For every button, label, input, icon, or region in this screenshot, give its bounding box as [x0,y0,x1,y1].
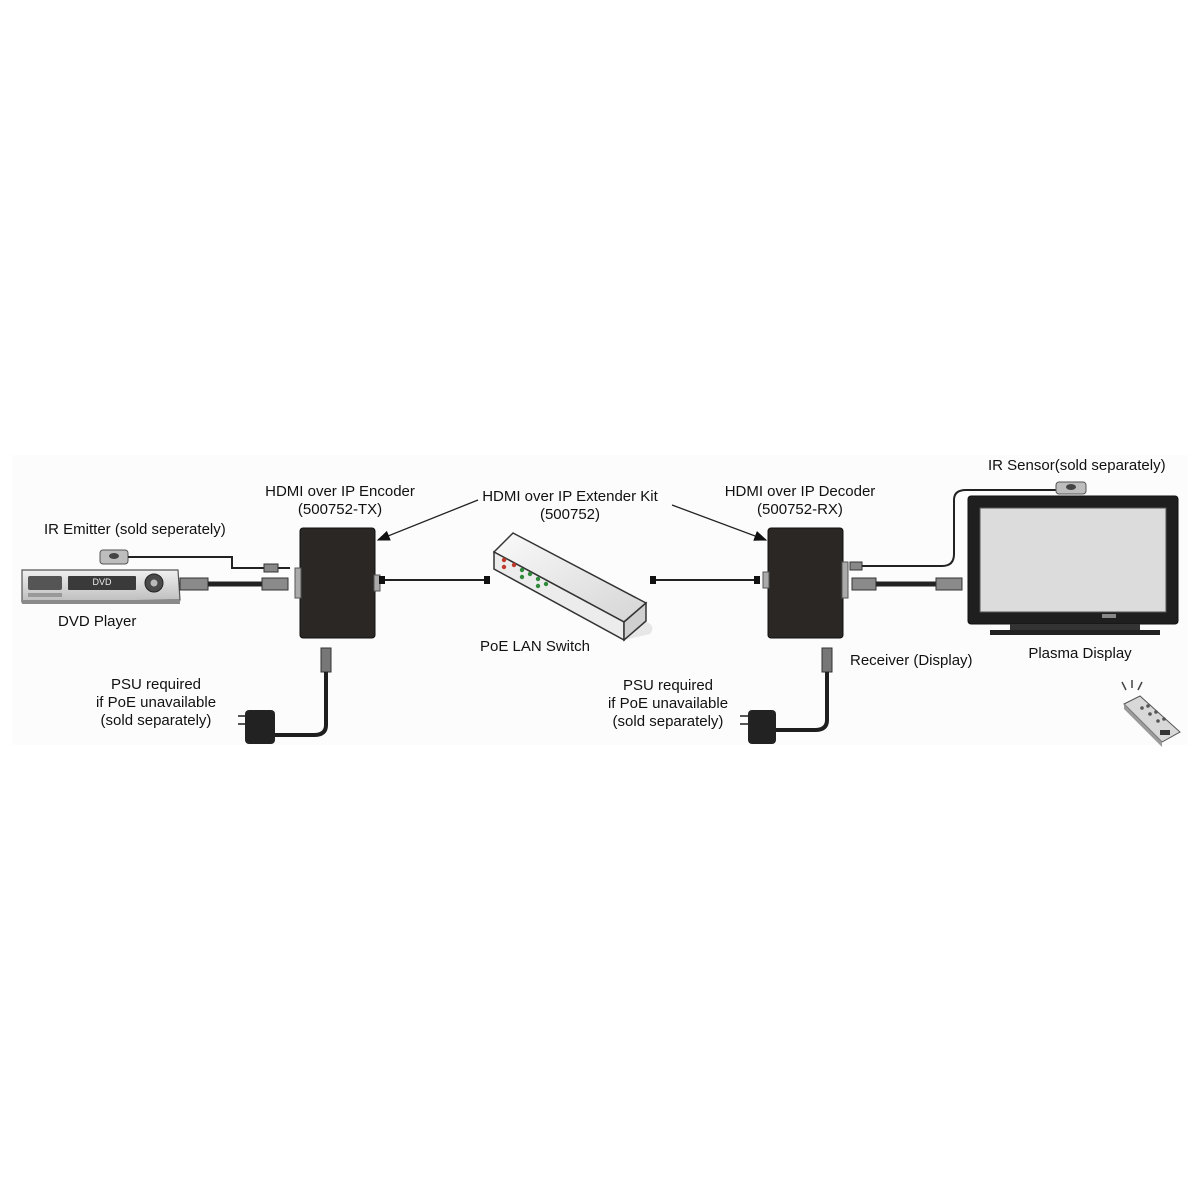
kit-model: (500752) [539,506,601,523]
arrow-to-decoder [671,504,768,541]
remote-control-icon [1121,680,1181,747]
arrow-to-encoder [376,499,479,541]
ir-sensor-plug [849,561,863,571]
ir-emitter-label: IR Emitter (sold seperately) [44,521,226,539]
dvd-player-icon [21,569,181,604]
dvd-player-label: DVD Player [58,613,137,630]
psu-right-line-1: PSU required [622,677,714,694]
psu-cable-left [272,672,328,737]
ir-emitter-plug [263,563,279,573]
encoder-model: (500752-TX) [297,501,383,518]
decoder-label: HDMI over IP Decoder (500752-RX) [710,483,890,519]
ir-emitter-text: IR Emitter [44,521,111,538]
dvd-panel-label: DVD [72,575,132,589]
ir-sensor-label: IR Sensor(sold separately) [988,457,1166,475]
ir-sensor-icon [1055,481,1087,495]
kit-label: HDMI over IP Extender Kit (500752) [470,488,670,524]
ir-emitter-icon [99,549,129,565]
hdmi-cable-left [179,577,289,591]
network-cable-right [650,576,760,584]
encoder-title: HDMI over IP Encoder [265,483,415,500]
encoder-unit [294,527,381,673]
plasma-display-label: Plasma Display [1028,645,1132,662]
psu-right-line-2: if PoE unavailable [607,695,729,712]
decoder-unit [762,527,849,673]
hdmi-cable-right [851,577,963,591]
psu-adapter-right [740,710,776,744]
ir-emitter-note: (sold seperately) [114,521,226,538]
psu-left-line-2: if PoE unavailable [95,694,217,711]
psu-left-label: PSU required if PoE unavailable (sold se… [76,676,236,730]
poe-switch-icon [492,532,653,642]
psu-right-line-3: (sold separately) [612,713,724,730]
psu-left-line-3: (sold separately) [100,712,212,729]
psu-right-label: PSU required if PoE unavailable (sold se… [588,677,748,731]
network-cable-left [379,576,490,584]
kit-title: HDMI over IP Extender Kit [482,488,658,505]
receiver-display-label: Receiver (Display) [850,652,973,669]
decoder-model: (500752-RX) [757,501,843,518]
ir-emitter-cable [128,556,290,569]
psu-left-line-1: PSU required [110,676,202,693]
psu-adapter-left [238,710,275,744]
plasma-display-icon [967,495,1179,635]
psu-cable-right [775,672,829,732]
ir-sensor-note: (sold separately) [1054,457,1166,474]
poe-switch-label: PoE LAN Switch [479,638,591,655]
ir-sensor-cable [862,489,1058,567]
ir-sensor-text: IR Sensor [988,457,1055,474]
decoder-title: HDMI over IP Decoder [724,483,876,500]
encoder-label: HDMI over IP Encoder (500752-TX) [250,483,430,519]
dvd-panel-text: DVD [92,577,112,587]
